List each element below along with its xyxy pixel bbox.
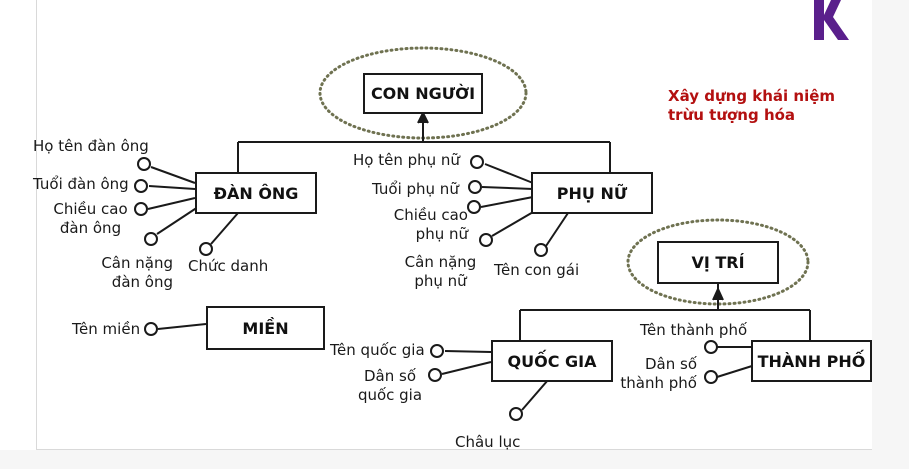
- class-phu-nu: PHỤ NỮ: [531, 172, 653, 214]
- attr-chau-luc: Châu lục: [455, 433, 521, 451]
- attr-circle: [134, 179, 148, 193]
- attr-chieu-cao-dan-ong-line1: Chiều cao: [53, 200, 128, 218]
- class-dan-ong: ĐÀN ÔNG: [195, 172, 317, 214]
- class-thanh-pho: THÀNH PHỐ: [751, 340, 872, 382]
- attr-can-nang-phu-nu-line2: phụ nữ: [414, 272, 467, 290]
- vi-tri-arrow: [712, 286, 724, 301]
- mien-attr-line: [157, 323, 207, 330]
- attr-circle: [704, 370, 718, 384]
- attr-ten-mien: Tên miền: [72, 320, 141, 338]
- bottom-margin: [0, 450, 909, 469]
- attr-ho-ten-dan-ong: Họ tên đàn ông: [33, 137, 149, 155]
- attr-dan-so-quoc-gia-line2: quốc gia: [357, 386, 423, 404]
- attr-circle: [430, 344, 444, 358]
- class-vi-tri: VỊ TRÍ: [657, 241, 779, 284]
- attr-ho-ten-phu-nu: Họ tên phụ nữ: [353, 151, 460, 169]
- quoc-gia-attr-lines: [441, 350, 549, 411]
- class-quoc-gia: QUỐC GIA: [491, 340, 613, 382]
- attr-circle: [144, 322, 158, 336]
- right-margin: [872, 0, 909, 469]
- dan-ong-attr-lines: [147, 166, 239, 245]
- attr-circle: [479, 233, 493, 247]
- phu-nu-attr-lines: [480, 163, 569, 247]
- attr-circle: [509, 407, 523, 421]
- attr-chieu-cao-phu-nu-line1: Chiều cao: [393, 206, 468, 224]
- attr-dan-so-thanh-pho-line2: thành phố: [620, 374, 697, 392]
- attr-circle: [199, 242, 213, 256]
- attr-circle: [134, 202, 148, 216]
- attr-circle: [704, 340, 718, 354]
- attr-can-nang-phu-nu: Cân nặng phụ nữ: [398, 253, 483, 291]
- abstraction-note: Xây dựng khái niệm trừu tượng hóa: [668, 87, 835, 125]
- attr-can-nang-dan-ong: Cân nặng đàn ông: [95, 254, 173, 292]
- con-nguoi-arrow: [417, 110, 429, 124]
- abstraction-note-line2: trừu tượng hóa: [668, 106, 796, 124]
- attr-ten-con-gai: Tên con gái: [494, 261, 580, 279]
- purple-k-logo-icon: [814, 0, 849, 40]
- attr-tuoi-dan-ong: Tuổi đàn ông: [33, 175, 129, 193]
- attr-can-nang-dan-ong-line2: đàn ông: [111, 273, 173, 291]
- attr-circle: [468, 180, 482, 194]
- attr-chieu-cao-phu-nu-line2: phụ nữ: [415, 225, 468, 243]
- attr-chieu-cao-phu-nu: Chiều cao phụ nữ: [388, 206, 468, 244]
- thanh-pho-attr-lines: [716, 346, 753, 378]
- attr-ten-quoc-gia: Tên quốc gia: [330, 341, 425, 359]
- class-con-nguoi: CON NGƯỜI: [363, 73, 483, 114]
- frame-left-edge: [36, 0, 37, 449]
- attr-chuc-danh: Chức danh: [188, 257, 269, 275]
- attr-can-nang-dan-ong-line1: Cân nặng: [101, 254, 173, 272]
- class-mien: MIỀN: [206, 306, 325, 350]
- attr-dan-so-thanh-pho-line1: Dân số: [644, 355, 697, 373]
- attribute-circles: [134, 155, 718, 421]
- attr-circle: [144, 232, 158, 246]
- attr-chieu-cao-dan-ong-line2: đàn ông: [59, 219, 122, 237]
- attr-chieu-cao-dan-ong: Chiều cao đàn ông: [53, 200, 128, 238]
- attr-dan-so-quoc-gia: Dân số quốc gia: [350, 367, 430, 405]
- attr-ten-thanh-pho: Tên thành phố: [640, 321, 748, 339]
- attr-circle: [428, 368, 442, 382]
- attr-circle: [137, 157, 151, 171]
- attr-circle: [470, 155, 484, 169]
- attr-dan-so-quoc-gia-line1: Dân số: [363, 367, 416, 385]
- attr-dan-so-thanh-pho: Dân số thành phố: [610, 355, 697, 393]
- attr-can-nang-phu-nu-line1: Cân nặng: [404, 253, 477, 271]
- con-nguoi-tree: [237, 116, 611, 172]
- frame-bottom-edge: [36, 449, 872, 450]
- attr-circle: [467, 200, 481, 214]
- attr-circle: [534, 243, 548, 257]
- abstraction-note-line1: Xây dựng khái niệm: [668, 87, 836, 105]
- attr-tuoi-phu-nu: Tuổi phụ nữ: [372, 180, 459, 198]
